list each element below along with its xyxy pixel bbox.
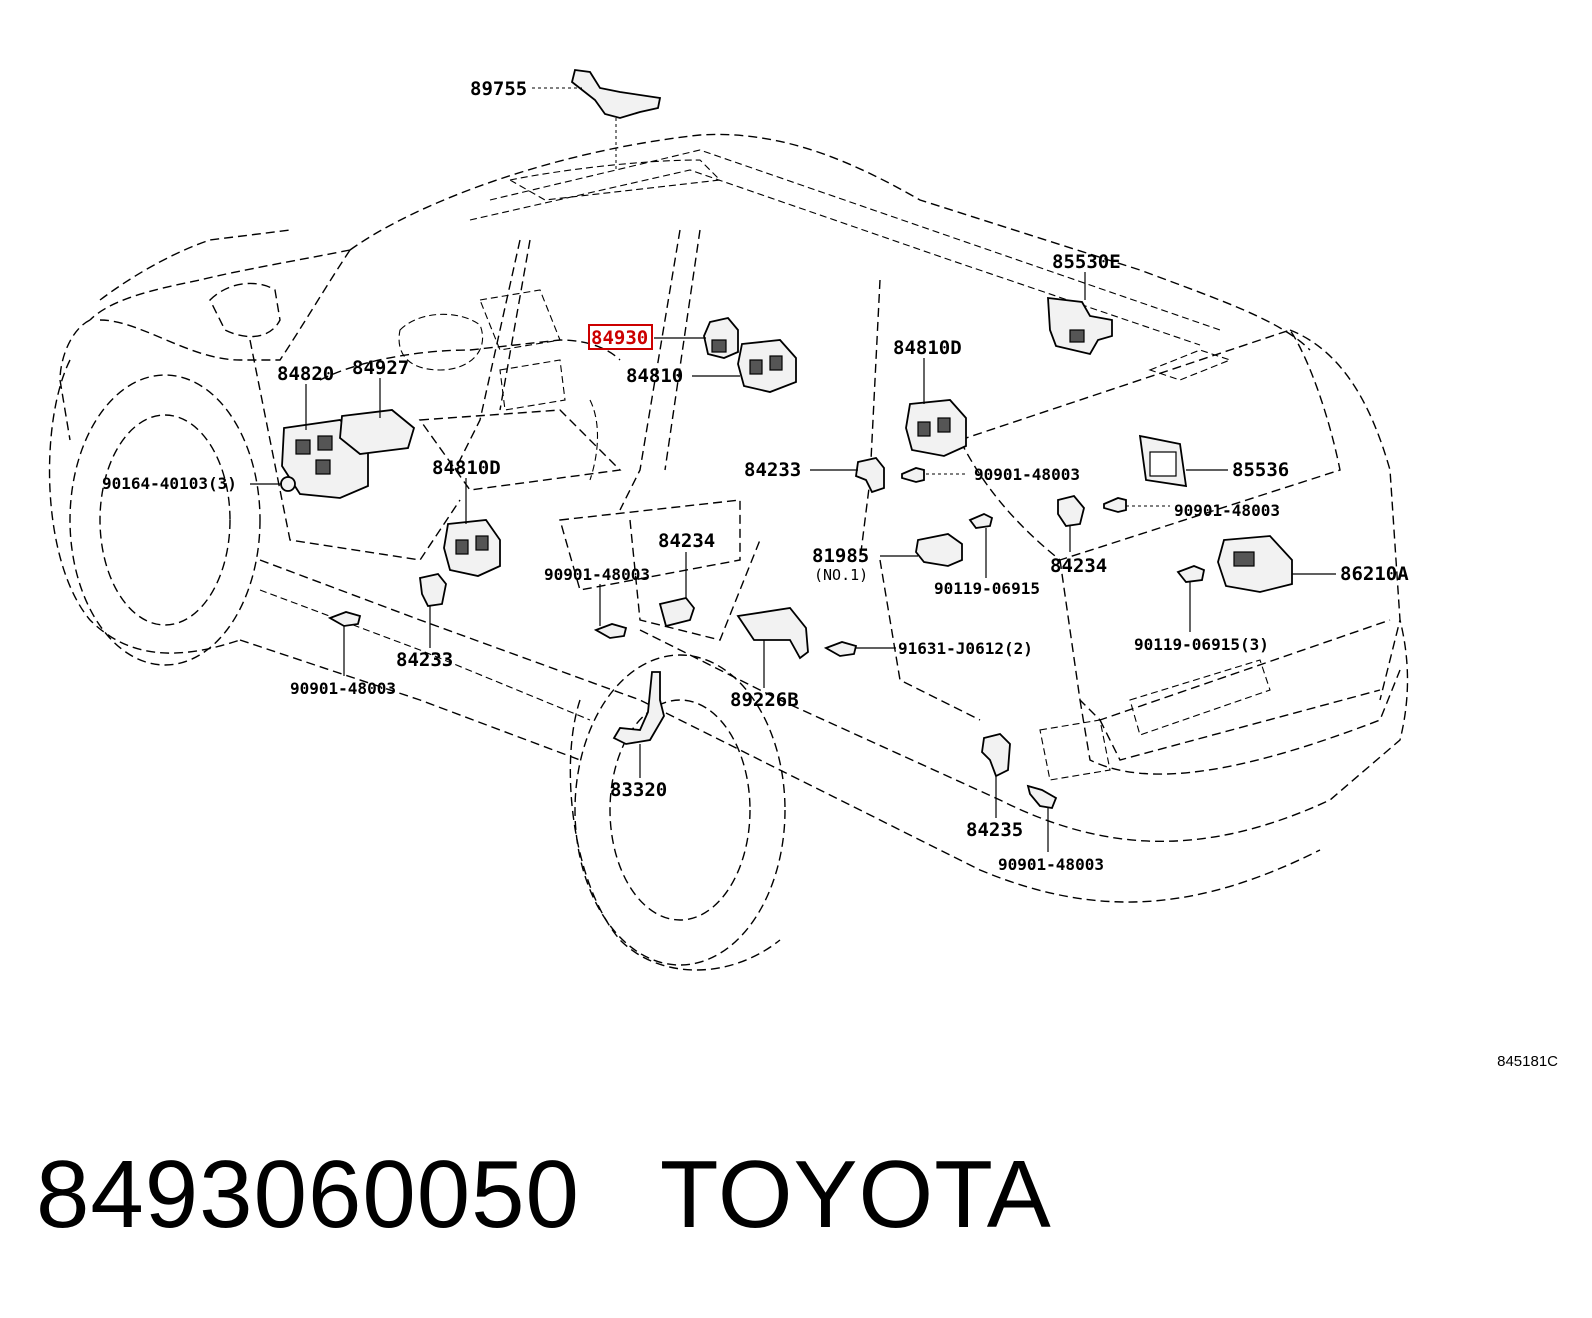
label-84810[interactable]: 84810	[626, 365, 683, 387]
part-84235-icon	[981, 733, 1011, 778]
label-84927[interactable]: 84927	[352, 357, 409, 379]
part-89755-icon	[570, 69, 662, 119]
label-84233-left[interactable]: 84233	[396, 649, 453, 671]
bolt-91631-icon	[823, 641, 858, 657]
part-84810D-left-icon	[443, 519, 501, 577]
label-86210A[interactable]: 86210A	[1340, 563, 1409, 585]
footer-caption: 8493060050 TOYOTA	[36, 1140, 1132, 1250]
label-90119-mid[interactable]: 90119-06915	[934, 579, 1040, 598]
part-89226B-icon	[736, 607, 809, 660]
bolt-90119-mid-icon	[968, 513, 994, 529]
label-83320[interactable]: 83320	[610, 779, 667, 801]
label-84235[interactable]: 84235	[966, 819, 1023, 841]
label-90901-right[interactable]: 90901-48003	[1174, 501, 1280, 520]
label-81985-note: (NO.1)	[814, 566, 868, 584]
part-83320-icon	[612, 671, 665, 745]
label-84810D-left[interactable]: 84810D	[432, 457, 501, 479]
vehicle-outline	[48, 133, 1409, 971]
bolt-90119-right-icon	[1176, 565, 1206, 583]
part-84233-mid-icon	[855, 456, 885, 494]
footer-part-number: 8493060050	[36, 1141, 580, 1248]
label-90901-bottom[interactable]: 90901-48003	[998, 855, 1104, 874]
part-81985-icon	[915, 533, 963, 567]
label-84930-selected[interactable]: 84930	[591, 327, 648, 349]
part-86210A-icon	[1217, 535, 1293, 593]
label-90901-bottomleft[interactable]: 90901-48003	[290, 679, 396, 698]
label-84234-right[interactable]: 84234	[1050, 555, 1107, 577]
part-84234-left-icon	[658, 596, 696, 628]
footer-brand: TOYOTA	[659, 1141, 1052, 1248]
label-89226B[interactable]: 89226B	[730, 689, 799, 711]
part-84233-left-icon	[419, 572, 447, 607]
part-85530E-icon	[1047, 296, 1113, 356]
highlight-box-84930	[588, 324, 653, 350]
label-85536[interactable]: 85536	[1232, 459, 1289, 481]
part-84927-icon	[339, 409, 416, 455]
label-84233-mid[interactable]: 84233	[744, 459, 801, 481]
part-84810D-right-icon	[905, 399, 967, 457]
label-90901-mid[interactable]: 90901-48003	[974, 465, 1080, 484]
label-85530E[interactable]: 85530E	[1052, 251, 1121, 273]
bolt-90164-icon	[280, 476, 296, 492]
label-84234-left[interactable]: 84234	[658, 530, 715, 552]
part-84810-icon	[737, 339, 797, 393]
label-89755[interactable]: 89755	[470, 78, 527, 100]
label-81985[interactable]: 81985	[812, 545, 869, 567]
screw-90901-right-icon	[1103, 497, 1127, 513]
label-84820[interactable]: 84820	[277, 363, 334, 385]
label-91631[interactable]: 91631-J0612(2)	[898, 639, 1033, 658]
label-90119-right[interactable]: 90119-06915(3)	[1134, 635, 1269, 654]
callout-labels: 89755 85530E 84930 84810 84810D 84820 84…	[102, 78, 1409, 874]
screw-90901-bottomleft-icon	[327, 611, 362, 627]
diagram-ref-code: 845181C	[1497, 1053, 1558, 1070]
screw-90901-mid-icon	[901, 467, 925, 483]
part-84234-right-icon	[1057, 494, 1085, 527]
label-90164[interactable]: 90164-40103(3)	[102, 474, 237, 493]
screw-90901-bottom-icon	[1026, 784, 1058, 810]
leader-lines	[250, 87, 1336, 852]
screw-90901-left-icon	[593, 623, 628, 639]
label-84810D-right[interactable]: 84810D	[893, 337, 962, 359]
parts	[280, 69, 1293, 810]
label-90901-left[interactable]: 90901-48003	[544, 565, 650, 584]
